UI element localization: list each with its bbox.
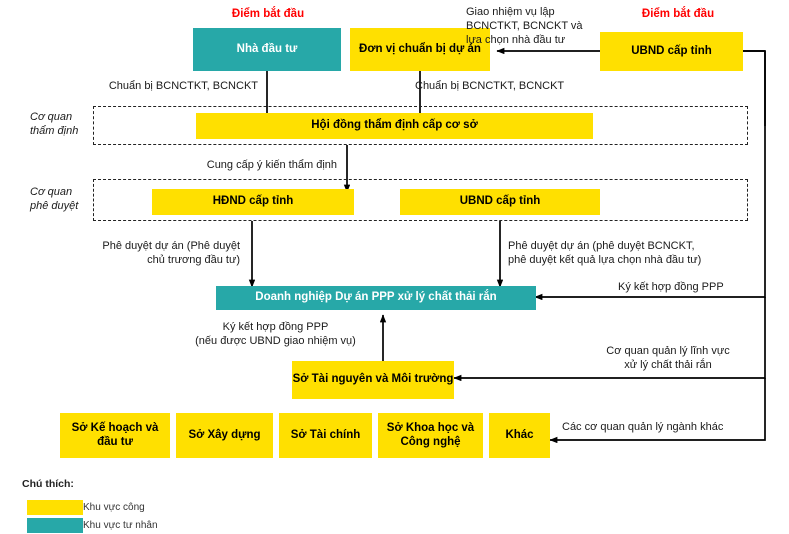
node-doc[interactable]: Sở Xây dựng	[176, 413, 273, 458]
node-dpi[interactable]: Sở Kế hoạch và đầu tư	[60, 413, 170, 458]
legend-title: Chú thích:	[22, 478, 74, 490]
edge-label-assign-task: Giao nhiệm vụ lập BCNCTKT, BCNCKT và lựa…	[466, 6, 583, 47]
edge-label-provide-opinion: Cung cấp ý kiến thẩm định	[206, 159, 337, 171]
node-ubnd-top[interactable]: UBND cấp tỉnh	[600, 32, 743, 71]
zone-appraisal-label: Cơ quan thẩm định	[30, 111, 79, 138]
zone-approval-box	[93, 179, 748, 221]
node-donre[interactable]: Sở Tài nguyên và Môi trường	[292, 361, 454, 399]
node-ubnd-mid[interactable]: UBND cấp tỉnh	[400, 189, 600, 215]
edge-label-prepare-right: Chuẩn bị BCNCTKT, BCNCKT	[415, 80, 565, 92]
edge-label-approve-right: Phê duyệt dự án (phê duyệt BCNCKT, phê d…	[508, 240, 702, 267]
edge-label-other-agencies: Các cơ quan quản lý ngành khác	[562, 421, 724, 433]
node-appraisal-council[interactable]: Hội đồng thẩm định cấp cơ sở	[196, 113, 593, 139]
zone-appraisal-box	[93, 106, 748, 145]
node-dost[interactable]: Sở Khoa học và Công nghệ	[378, 413, 483, 458]
node-project-prep-unit[interactable]: Đơn vị chuẩn bị dự án	[350, 28, 490, 71]
edge-label-sign-ppp-center: Ký kết hợp đồng PPP (nếu được UBND giao …	[195, 321, 356, 348]
start-marker-ubnd: Điểm bắt đầu	[641, 8, 715, 20]
edge-label-approve-left: Phê duyệt dự án (Phê duyệt chủ trương đầ…	[102, 240, 240, 267]
node-hdnd[interactable]: HĐND cấp tỉnh	[152, 189, 354, 215]
legend-swatch-private	[27, 518, 83, 533]
node-ppp-company[interactable]: Doanh nghiệp Dự án PPP xử lý chất thải r…	[216, 286, 536, 310]
edge-label-sign-ppp-right: Ký kết hợp đồng PPP	[618, 281, 724, 293]
edge-label-sector-manager: Cơ quan quản lý lĩnh vực xử lý chất thải…	[606, 345, 730, 372]
node-investor[interactable]: Nhà đầu tư	[193, 28, 341, 71]
start-marker-investor: Điểm bắt đầu	[231, 8, 305, 20]
zone-approval-label: Cơ quan phê duyệt	[30, 186, 79, 213]
node-other[interactable]: Khác	[489, 413, 550, 458]
legend-label-private: Khu vực tư nhân	[83, 520, 158, 531]
edge-label-prepare-left: Chuẩn bị BCNCTKT, BCNCKT	[108, 80, 258, 92]
legend-swatch-public	[27, 500, 83, 515]
legend-label-public: Khu vực công	[83, 502, 145, 513]
node-dof[interactable]: Sở Tài chính	[279, 413, 372, 458]
